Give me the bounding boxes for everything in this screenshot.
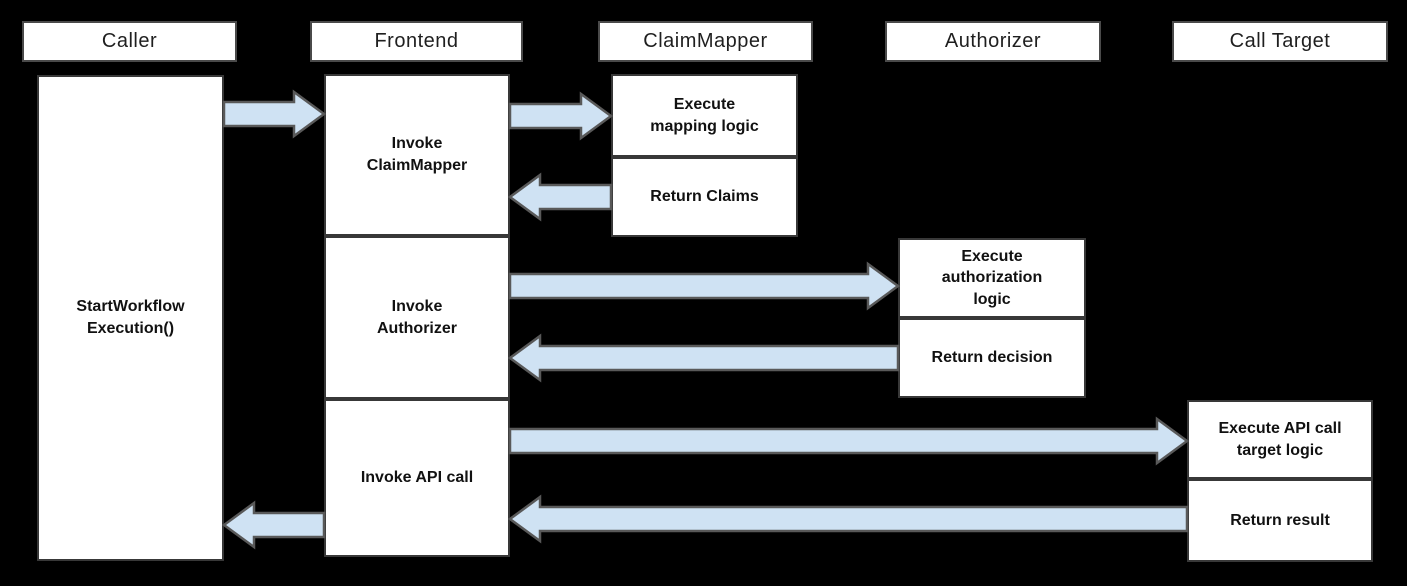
node-invoke-authorizer: Invoke Authorizer: [324, 236, 510, 399]
node-return-decision: Return decision: [898, 318, 1086, 398]
lane-header-frontend: Frontend: [310, 21, 523, 62]
node-execute-api-call-target-logic: Execute API call target logic: [1187, 400, 1373, 479]
lane-header-claimmapper: ClaimMapper: [598, 21, 813, 62]
lane-header-authorizer: Authorizer: [885, 21, 1101, 62]
arrow-frontend-to-call-target: [508, 416, 1190, 466]
arrow-frontend-to-caller: [221, 500, 326, 550]
node-execute-authorization-logic: Execute authorization logic: [898, 238, 1086, 318]
arrow-claimmapper-to-frontend: [507, 172, 613, 222]
arrow-frontend-to-authorizer: [508, 261, 901, 311]
node-return-claims: Return Claims: [611, 157, 798, 237]
lane-header-call-target: Call Target: [1172, 21, 1388, 62]
arrow-caller-to-frontend: [222, 89, 327, 139]
arrow-frontend-to-claimmapper: [508, 91, 614, 141]
node-return-result: Return result: [1187, 479, 1373, 562]
arrow-call-target-to-frontend: [507, 494, 1189, 544]
node-invoke-api-call: Invoke API call: [324, 399, 510, 557]
node-invoke-claimmapper: Invoke ClaimMapper: [324, 74, 510, 236]
node-execute-mapping-logic: Execute mapping logic: [611, 74, 798, 157]
node-start-workflow-execution: StartWorkflow Execution(): [37, 75, 224, 561]
arrow-authorizer-to-frontend: [507, 333, 900, 383]
lane-header-caller: Caller: [22, 21, 237, 62]
